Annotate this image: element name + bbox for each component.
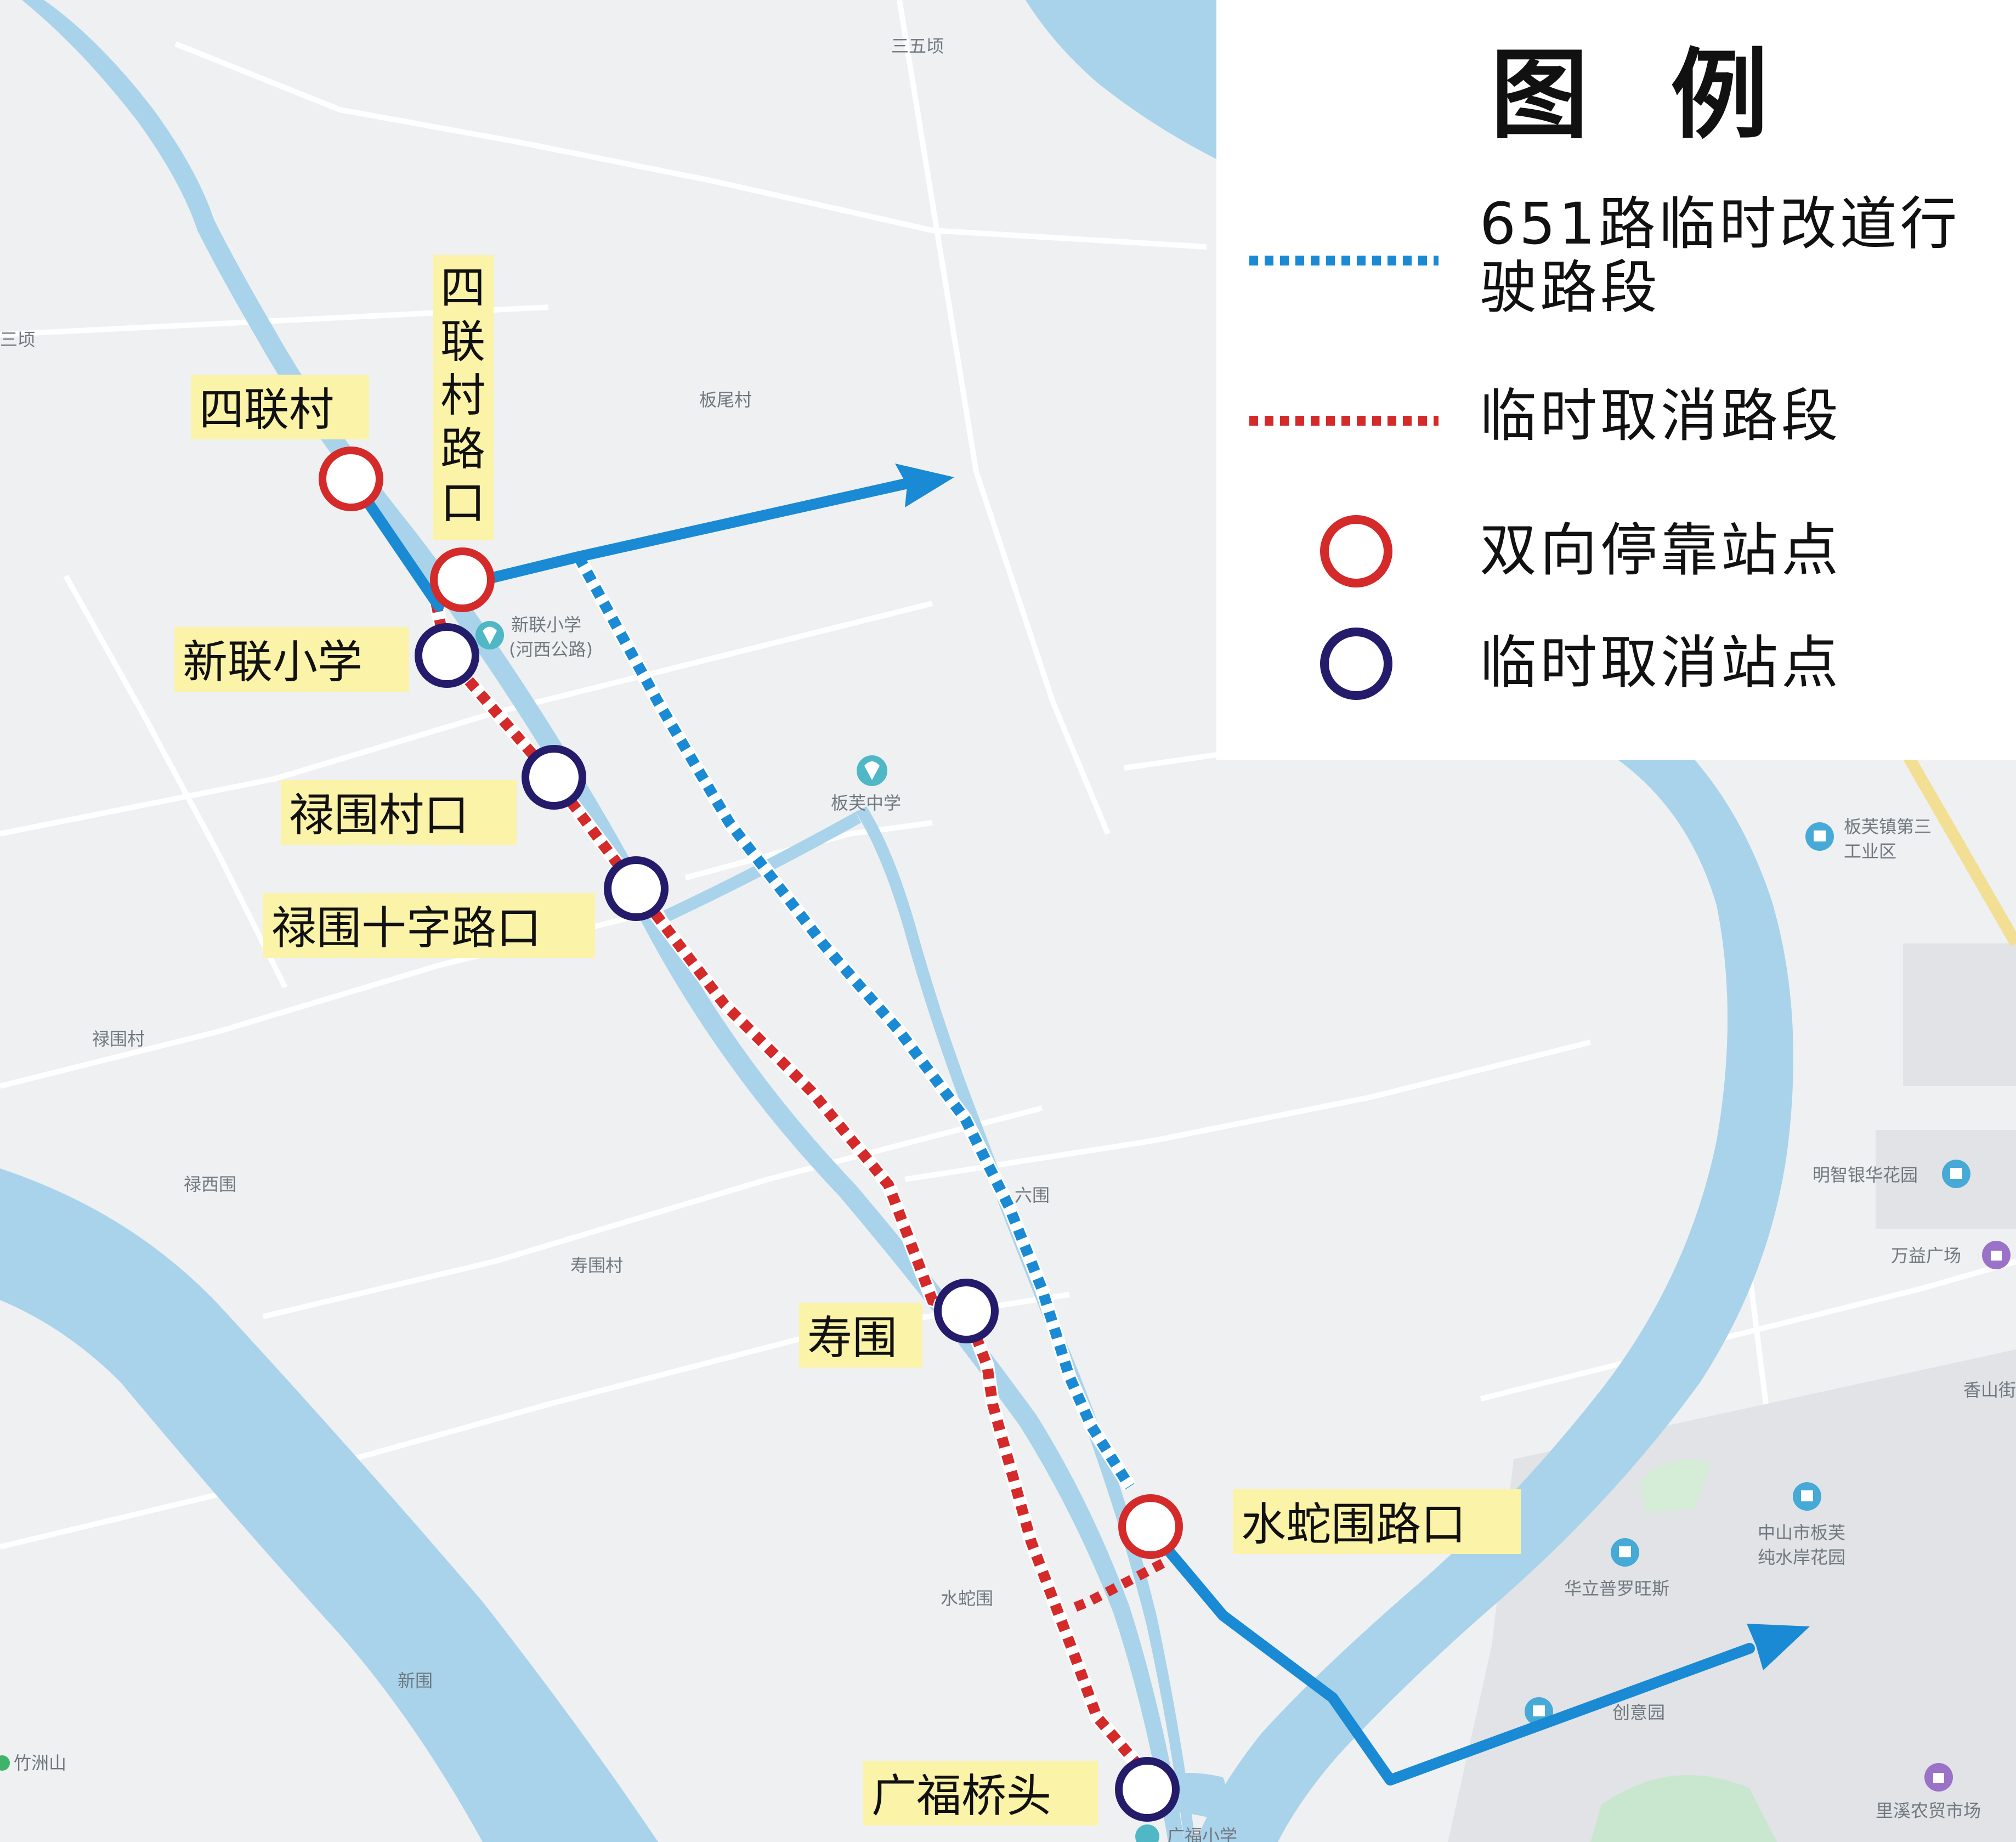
poi-xinlian-primary: 新联小学 (河西公路) bbox=[475, 614, 593, 660]
label-zhuzhoushan: 竹洲山 bbox=[14, 1753, 66, 1773]
poi-wanyi-plaza: 万益广场 bbox=[1891, 1241, 2011, 1269]
stop-guangfu-bridge[interactable] bbox=[1115, 1757, 1180, 1822]
label-shouwei-village: 寿围村 bbox=[570, 1255, 623, 1276]
stop-label-guangfu-bridge: 广福桥头 bbox=[863, 1761, 1098, 1826]
poi-mingzhi-garden: 明智银华花园 bbox=[1813, 1160, 1970, 1188]
detour-route-segment bbox=[572, 553, 1136, 1490]
label-xinwei: 新围 bbox=[398, 1670, 433, 1691]
legend-label-active-stop: 双向停靠站点 bbox=[1480, 517, 1842, 584]
stop-silian-village-crossing[interactable] bbox=[430, 547, 495, 612]
legend-title: 图例 bbox=[1491, 16, 1850, 157]
label-creative-park: 创意园 bbox=[1612, 1702, 1665, 1723]
navy-circle-icon bbox=[1320, 628, 1392, 700]
label-xinlian-primary-2: (河西公路) bbox=[509, 639, 593, 660]
svg-text:禄围十字路口: 禄围十字路口 bbox=[271, 902, 541, 954]
label-xiangshan-street: 香山街 bbox=[1963, 1380, 2016, 1400]
red-circle-icon bbox=[1320, 515, 1392, 587]
svg-text:四联村: 四联村 bbox=[199, 384, 334, 436]
poi-guangfu-primary: 广福小学 bbox=[1135, 1824, 1237, 1842]
label-sanqing: 三顷 bbox=[0, 329, 35, 350]
legend-label-detour: 651路临时改道行 驶路段 bbox=[1480, 192, 1961, 319]
arrow-east-south bbox=[1747, 1624, 1810, 1670]
cancelled-route-segments bbox=[429, 601, 1165, 1779]
legend-label-detour-line2: 驶路段 bbox=[1480, 254, 1661, 321]
vertical-char-2: 联 bbox=[440, 316, 485, 368]
label-wanyi-plaza: 万益广场 bbox=[1891, 1245, 1961, 1266]
vertical-char-5: 口 bbox=[440, 477, 485, 529]
label-sanwuqing: 三五顷 bbox=[891, 36, 944, 56]
vertical-char-1: 四 bbox=[440, 262, 485, 314]
green-patch-2 bbox=[1640, 1459, 1711, 1514]
legend-item-active-stop: 双向停靠站点 bbox=[1216, 505, 2016, 614]
legend-label-cancelled-stop: 临时取消站点 bbox=[1480, 629, 1842, 696]
map-place-labels: 三五顷 三顷 板尾村 禄围村 禄西围 寿围村 六围 水蛇围 新围 竹洲山 新联小… bbox=[0, 36, 2016, 1842]
legend-label-cancelled-segment: 临时取消路段 bbox=[1480, 382, 1842, 449]
poi-huali-proview: 华立普罗旺斯 bbox=[1564, 1538, 1669, 1599]
blue-dotted-line-icon bbox=[1249, 256, 1439, 265]
legend-label-detour-line1: 651路临时改道行 bbox=[1480, 190, 1961, 257]
stop-label-xinlian-school: 新联小学 bbox=[174, 627, 409, 692]
label-banwei-village: 板尾村 bbox=[699, 389, 752, 410]
poi-banfu-industrial: 板芙镇第三 工业区 bbox=[1805, 816, 1932, 862]
label-chunshui-1: 中山市板芙 bbox=[1758, 1522, 1845, 1543]
school-icon bbox=[1135, 1824, 1159, 1842]
legend-item-cancelled-segment: 临时取消路段 bbox=[1216, 373, 2016, 483]
cancelled-connector bbox=[1073, 1559, 1165, 1612]
poi-lixi-market: 里溪农贸市场 bbox=[1876, 1763, 1981, 1821]
svg-text:寿围: 寿围 bbox=[807, 1312, 897, 1364]
svg-text:新联小学: 新联小学 bbox=[183, 636, 363, 688]
stop-shouwei[interactable] bbox=[934, 1279, 999, 1343]
stop-label-silian-village: 四联村 bbox=[191, 375, 369, 439]
vertical-char-4: 路 bbox=[440, 423, 485, 476]
red-dotted-line-icon bbox=[1249, 416, 1439, 426]
operating-route bbox=[351, 477, 1755, 1786]
stop-label-luwei-crossroads: 禄围十字路口 bbox=[263, 893, 595, 958]
stop-luwei-crossroads[interactable] bbox=[604, 856, 669, 921]
poi-banfu-middle: 板芙中学 bbox=[831, 755, 901, 813]
legend-item-detour: 651路临时改道行 驶路段 bbox=[1216, 181, 2016, 319]
label-chunshui-2: 纯水岸花园 bbox=[1758, 1547, 1845, 1568]
stops bbox=[319, 447, 1183, 1822]
cancelled-segment bbox=[431, 601, 1151, 1778]
stop-silian-village[interactable] bbox=[319, 447, 383, 511]
label-luwei-village: 禄围村 bbox=[92, 1029, 145, 1049]
label-guangfu-primary: 广福小学 bbox=[1167, 1826, 1237, 1842]
detour-segment bbox=[574, 554, 1135, 1490]
label-liuwei: 六围 bbox=[1015, 1185, 1050, 1206]
label-luxi-wei: 禄西围 bbox=[184, 1174, 236, 1195]
poi-chunshui-garden: 中山市板芙 纯水岸花园 bbox=[1758, 1482, 1845, 1568]
legend-title-char-1: 图 bbox=[1491, 38, 1605, 152]
label-lixi-market: 里溪农贸市场 bbox=[1876, 1800, 1981, 1821]
label-mingzhi-garden: 明智银华花园 bbox=[1813, 1165, 1918, 1185]
stop-label-luwei-village-entrance: 禄围村口 bbox=[281, 780, 517, 845]
stop-labels: 四联村 四 联 村 路 口 新联小学 禄围村口 禄围十字路口 寿围 水蛇围 路 bbox=[174, 255, 1521, 1826]
svg-text:水蛇围路口: 水蛇围路口 bbox=[1241, 1499, 1466, 1551]
label-banfu-industrial-2: 工业区 bbox=[1844, 841, 1896, 862]
label-shuishewei: 水蛇围 bbox=[941, 1588, 993, 1609]
svg-text:禄围村口: 禄围村口 bbox=[289, 789, 469, 841]
label-xinlian-primary-1: 新联小学 bbox=[511, 614, 581, 635]
route-south-leg bbox=[1160, 1541, 1755, 1786]
stop-label-silian-village-crossing: 四 联 村 路 口 bbox=[433, 255, 494, 540]
park-icon bbox=[0, 1755, 10, 1771]
poi-creative-park: 创意园 bbox=[1525, 1697, 1665, 1726]
route-east-leg bbox=[483, 477, 916, 584]
stop-label-shouwei: 寿围 bbox=[799, 1303, 922, 1368]
green-patch bbox=[1590, 1775, 1777, 1842]
label-banfu-middle: 板芙中学 bbox=[831, 793, 901, 813]
legend-title-char-2: 例 bbox=[1670, 38, 1785, 152]
route-north-leg bbox=[351, 480, 444, 612]
stop-xinlian-school[interactable] bbox=[415, 623, 479, 688]
legend-item-cancelled-stop: 临时取消站点 bbox=[1216, 623, 2016, 732]
stop-label-shuishewei-crossing: 水蛇围路口 bbox=[1233, 1489, 1521, 1554]
label-banfu-industrial-1: 板芙镇第三 bbox=[1844, 816, 1932, 837]
yellow-road bbox=[1903, 754, 2016, 947]
legend: 图例 651路临时改道行 驶路段 临时取消路段 双向停靠站点 临时取消站点 bbox=[1216, 0, 2016, 760]
stop-shuishewei-crossing[interactable] bbox=[1118, 1494, 1183, 1559]
stop-luwei-village-entrance[interactable] bbox=[522, 745, 586, 810]
vertical-char-3: 村 bbox=[440, 370, 485, 422]
label-huali-proview: 华立普罗旺斯 bbox=[1564, 1578, 1669, 1599]
arrow-east-north bbox=[895, 464, 954, 507]
svg-text:广福桥头: 广福桥头 bbox=[871, 1770, 1051, 1822]
